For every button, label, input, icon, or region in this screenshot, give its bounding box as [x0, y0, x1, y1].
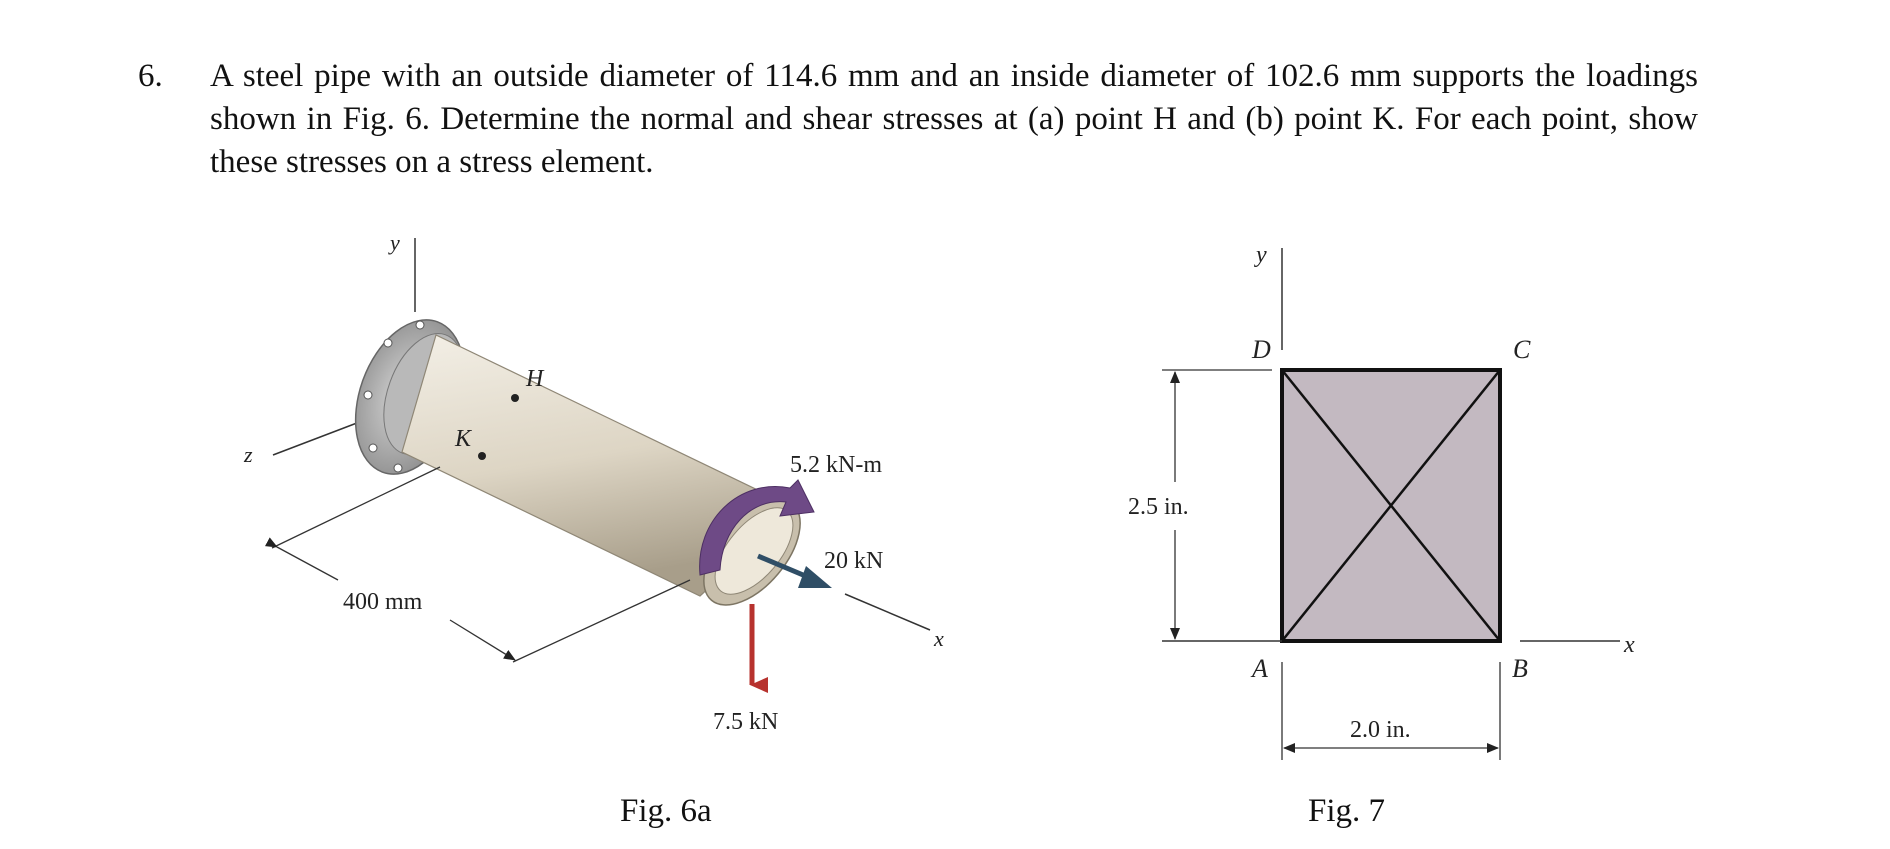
- fig7-x-label: x: [1623, 632, 1635, 658]
- fig7-diagram: y D C A B x 2.5 in. 2.0 in. Fig. 7: [1128, 242, 1635, 829]
- dimension-line: [264, 537, 339, 581]
- width-label: 2.0 in.: [1350, 717, 1411, 743]
- pipe-body: [401, 334, 797, 597]
- fig6a-z-axis: [272, 417, 371, 456]
- length-label: 400 mm: [343, 589, 423, 615]
- corner-d-label: D: [1251, 335, 1271, 364]
- axial-force-arrowhead: [798, 566, 832, 588]
- fig6a-x-label: x: [933, 626, 944, 651]
- dimension-ext-line-1: [271, 466, 441, 549]
- fig6a-y-label: y: [388, 230, 400, 255]
- corner-c-label: C: [1513, 335, 1531, 364]
- diagonal-bd: [1281, 369, 1501, 642]
- point-k-marker: [478, 452, 486, 460]
- dimension-ext-line-2: [512, 579, 691, 663]
- fig7-y-label: y: [1254, 242, 1267, 268]
- fig6a-x-axis: [844, 593, 931, 631]
- fig6a-caption: Fig. 6a: [620, 793, 712, 829]
- torque-arrow: [699, 479, 815, 576]
- corner-b-label: B: [1512, 654, 1528, 683]
- problem-text: A steel pipe with an outside diameter of…: [210, 58, 1698, 180]
- point-k-label: K: [454, 426, 473, 452]
- corner-a-label: A: [1250, 654, 1268, 683]
- dimension-line-2: [449, 619, 516, 661]
- point-h-label: H: [525, 366, 545, 392]
- fig6a-z-label: z: [243, 442, 253, 467]
- height-label: 2.5 in.: [1128, 494, 1189, 520]
- point-h-marker: [511, 394, 519, 402]
- axial-force-label: 20 kN: [824, 548, 883, 574]
- vertical-force-label: 7.5 kN: [713, 709, 778, 735]
- fig6a-diagram: y z 5.2 kN-m 20 kN x: [243, 230, 944, 829]
- moment-label: 5.2 kN-m: [790, 452, 882, 478]
- problem-number: 6.: [138, 58, 163, 94]
- fig7-caption: Fig. 7: [1308, 793, 1385, 829]
